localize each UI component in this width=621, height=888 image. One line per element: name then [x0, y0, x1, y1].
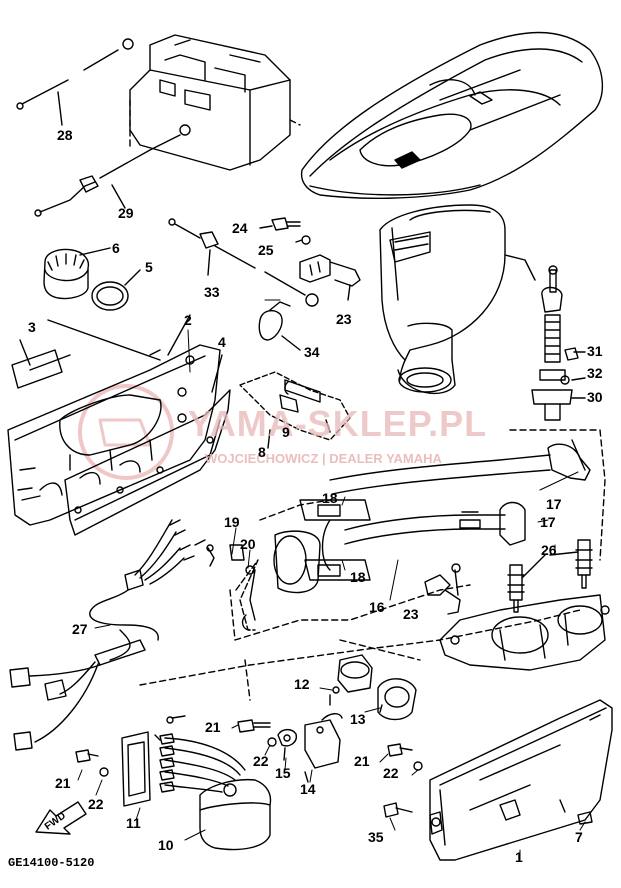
callout-21-right: 21	[354, 753, 370, 769]
cap-part	[43, 247, 111, 300]
callout-20: 20	[240, 536, 256, 552]
o-ring-part	[91, 269, 141, 311]
fuse-holder-8-9	[239, 371, 351, 449]
bolt-24-25	[259, 217, 311, 245]
callout-31: 31	[587, 343, 603, 359]
callout-9: 9	[282, 424, 290, 440]
rectifier-box-10	[159, 715, 272, 851]
callout-28: 28	[57, 127, 73, 143]
harness-27	[9, 519, 215, 751]
callout-11: 11	[126, 815, 141, 831]
callout-32: 32	[587, 365, 603, 381]
hull-part	[300, 31, 604, 199]
callout-25: 25	[258, 242, 274, 258]
sensor-30-32	[531, 265, 586, 421]
callout-33: 33	[204, 284, 220, 300]
callout-22-left: 22	[88, 796, 104, 812]
sensor-bracket-23	[424, 563, 461, 615]
battery-part	[129, 34, 301, 171]
gasket-3	[11, 319, 161, 389]
clip-15	[277, 728, 297, 761]
callout-30: 30	[587, 389, 603, 405]
callout-17-lower: 17	[540, 514, 556, 530]
holder-11	[121, 731, 161, 807]
bolts-washers	[75, 719, 593, 825]
callout-22-right: 22	[383, 765, 399, 781]
callout-26: 26	[541, 542, 557, 558]
callout-2: 2	[184, 312, 192, 328]
callout-24: 24	[232, 220, 248, 236]
callout-21-left: 21	[55, 775, 71, 791]
electrical-box-1	[429, 699, 613, 861]
wire-33	[168, 218, 319, 307]
fwd-arrow-icon	[35, 801, 87, 835]
callout-18-lower: 18	[350, 569, 366, 585]
callout-1: 1	[515, 849, 523, 865]
box-cover-2	[7, 314, 221, 526]
callout-23-lower: 23	[403, 606, 419, 622]
coil-assembly	[229, 530, 321, 631]
callout-14: 14	[300, 781, 316, 797]
callout-21-middle: 21	[205, 719, 221, 735]
gasket-4	[64, 354, 231, 536]
cable-29	[34, 124, 191, 217]
callout-4: 4	[218, 334, 226, 350]
callout-12: 12	[294, 676, 310, 692]
regulator-14	[304, 713, 343, 783]
callout-8: 8	[258, 444, 266, 460]
engine-block-part	[439, 594, 610, 671]
callout-18-upper: 18	[322, 490, 338, 506]
document-code: GE14100-5120	[8, 856, 95, 870]
watermark-brand: YAMA-SKLEP.PL	[188, 403, 488, 444]
clamp-34	[258, 301, 301, 351]
callout-10: 10	[158, 837, 174, 853]
assembly-outlines	[139, 429, 606, 701]
callout-35: 35	[368, 829, 384, 845]
callout-34: 34	[304, 344, 320, 360]
callout-19: 19	[224, 514, 240, 530]
watermark-dealer: WOJCIECHOWICZ | DEALER YAMAHA	[205, 451, 442, 466]
callout-6: 6	[112, 240, 120, 256]
callout-3: 3	[28, 319, 36, 335]
callout-29: 29	[118, 205, 134, 221]
callout-16: 16	[369, 599, 385, 615]
bracket-23	[299, 254, 361, 301]
callout-17-upper: 17	[546, 496, 562, 512]
spark-plugs-26	[507, 539, 593, 613]
leader-lines	[77, 299, 586, 861]
callout-23-upper: 23	[336, 311, 352, 327]
callout-13: 13	[350, 711, 366, 727]
intake-cover-part	[379, 204, 536, 395]
callout-5: 5	[145, 259, 153, 275]
callout-22-middle: 22	[253, 753, 269, 769]
callout-15: 15	[275, 765, 291, 781]
relay-12	[329, 654, 373, 706]
hoses-17-18	[299, 439, 591, 581]
relay-holder-13	[377, 678, 417, 721]
callout-27: 27	[72, 621, 88, 637]
callout-7: 7	[575, 829, 583, 845]
cable-28	[16, 38, 134, 126]
